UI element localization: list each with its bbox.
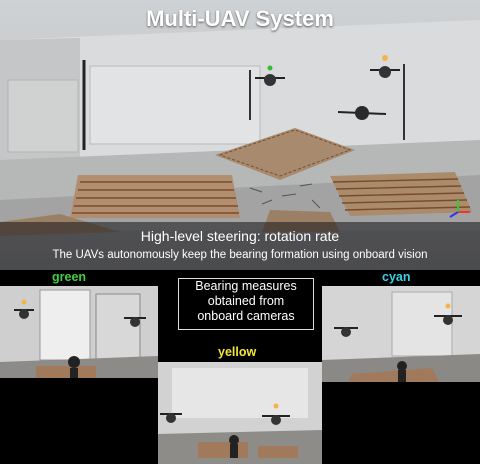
info-line-3: onboard cameras bbox=[197, 309, 295, 323]
video-title: Multi-UAV System bbox=[146, 6, 334, 31]
view-label-green: green bbox=[52, 270, 87, 284]
lab-scene-illustration bbox=[0, 20, 480, 236]
info-line-2: obtained from bbox=[207, 294, 285, 308]
onboard-view-yellow: yellow bbox=[158, 342, 322, 464]
info-line-1: Bearing measures bbox=[195, 279, 297, 293]
caption-background bbox=[0, 222, 480, 270]
onboard-view-cyan: cyan bbox=[322, 270, 480, 390]
bearing-info-box: Bearing measures obtained from onboard c… bbox=[178, 278, 314, 330]
onboard-camera-image-cyan bbox=[322, 270, 480, 390]
view-label-yellow: yellow bbox=[218, 345, 257, 359]
view-label-cyan: cyan bbox=[382, 270, 411, 284]
caption-primary: High-level steering: rotation rate bbox=[140, 228, 340, 244]
onboard-camera-image-green bbox=[0, 270, 158, 390]
main-scene-view: Multi-UAV System High-level steering: ro… bbox=[0, 0, 480, 270]
onboard-view-green: green bbox=[0, 270, 158, 390]
caption-secondary: The UAVs autonomously keep the bearing f… bbox=[52, 249, 428, 261]
onboard-camera-image-yellow bbox=[158, 342, 322, 464]
